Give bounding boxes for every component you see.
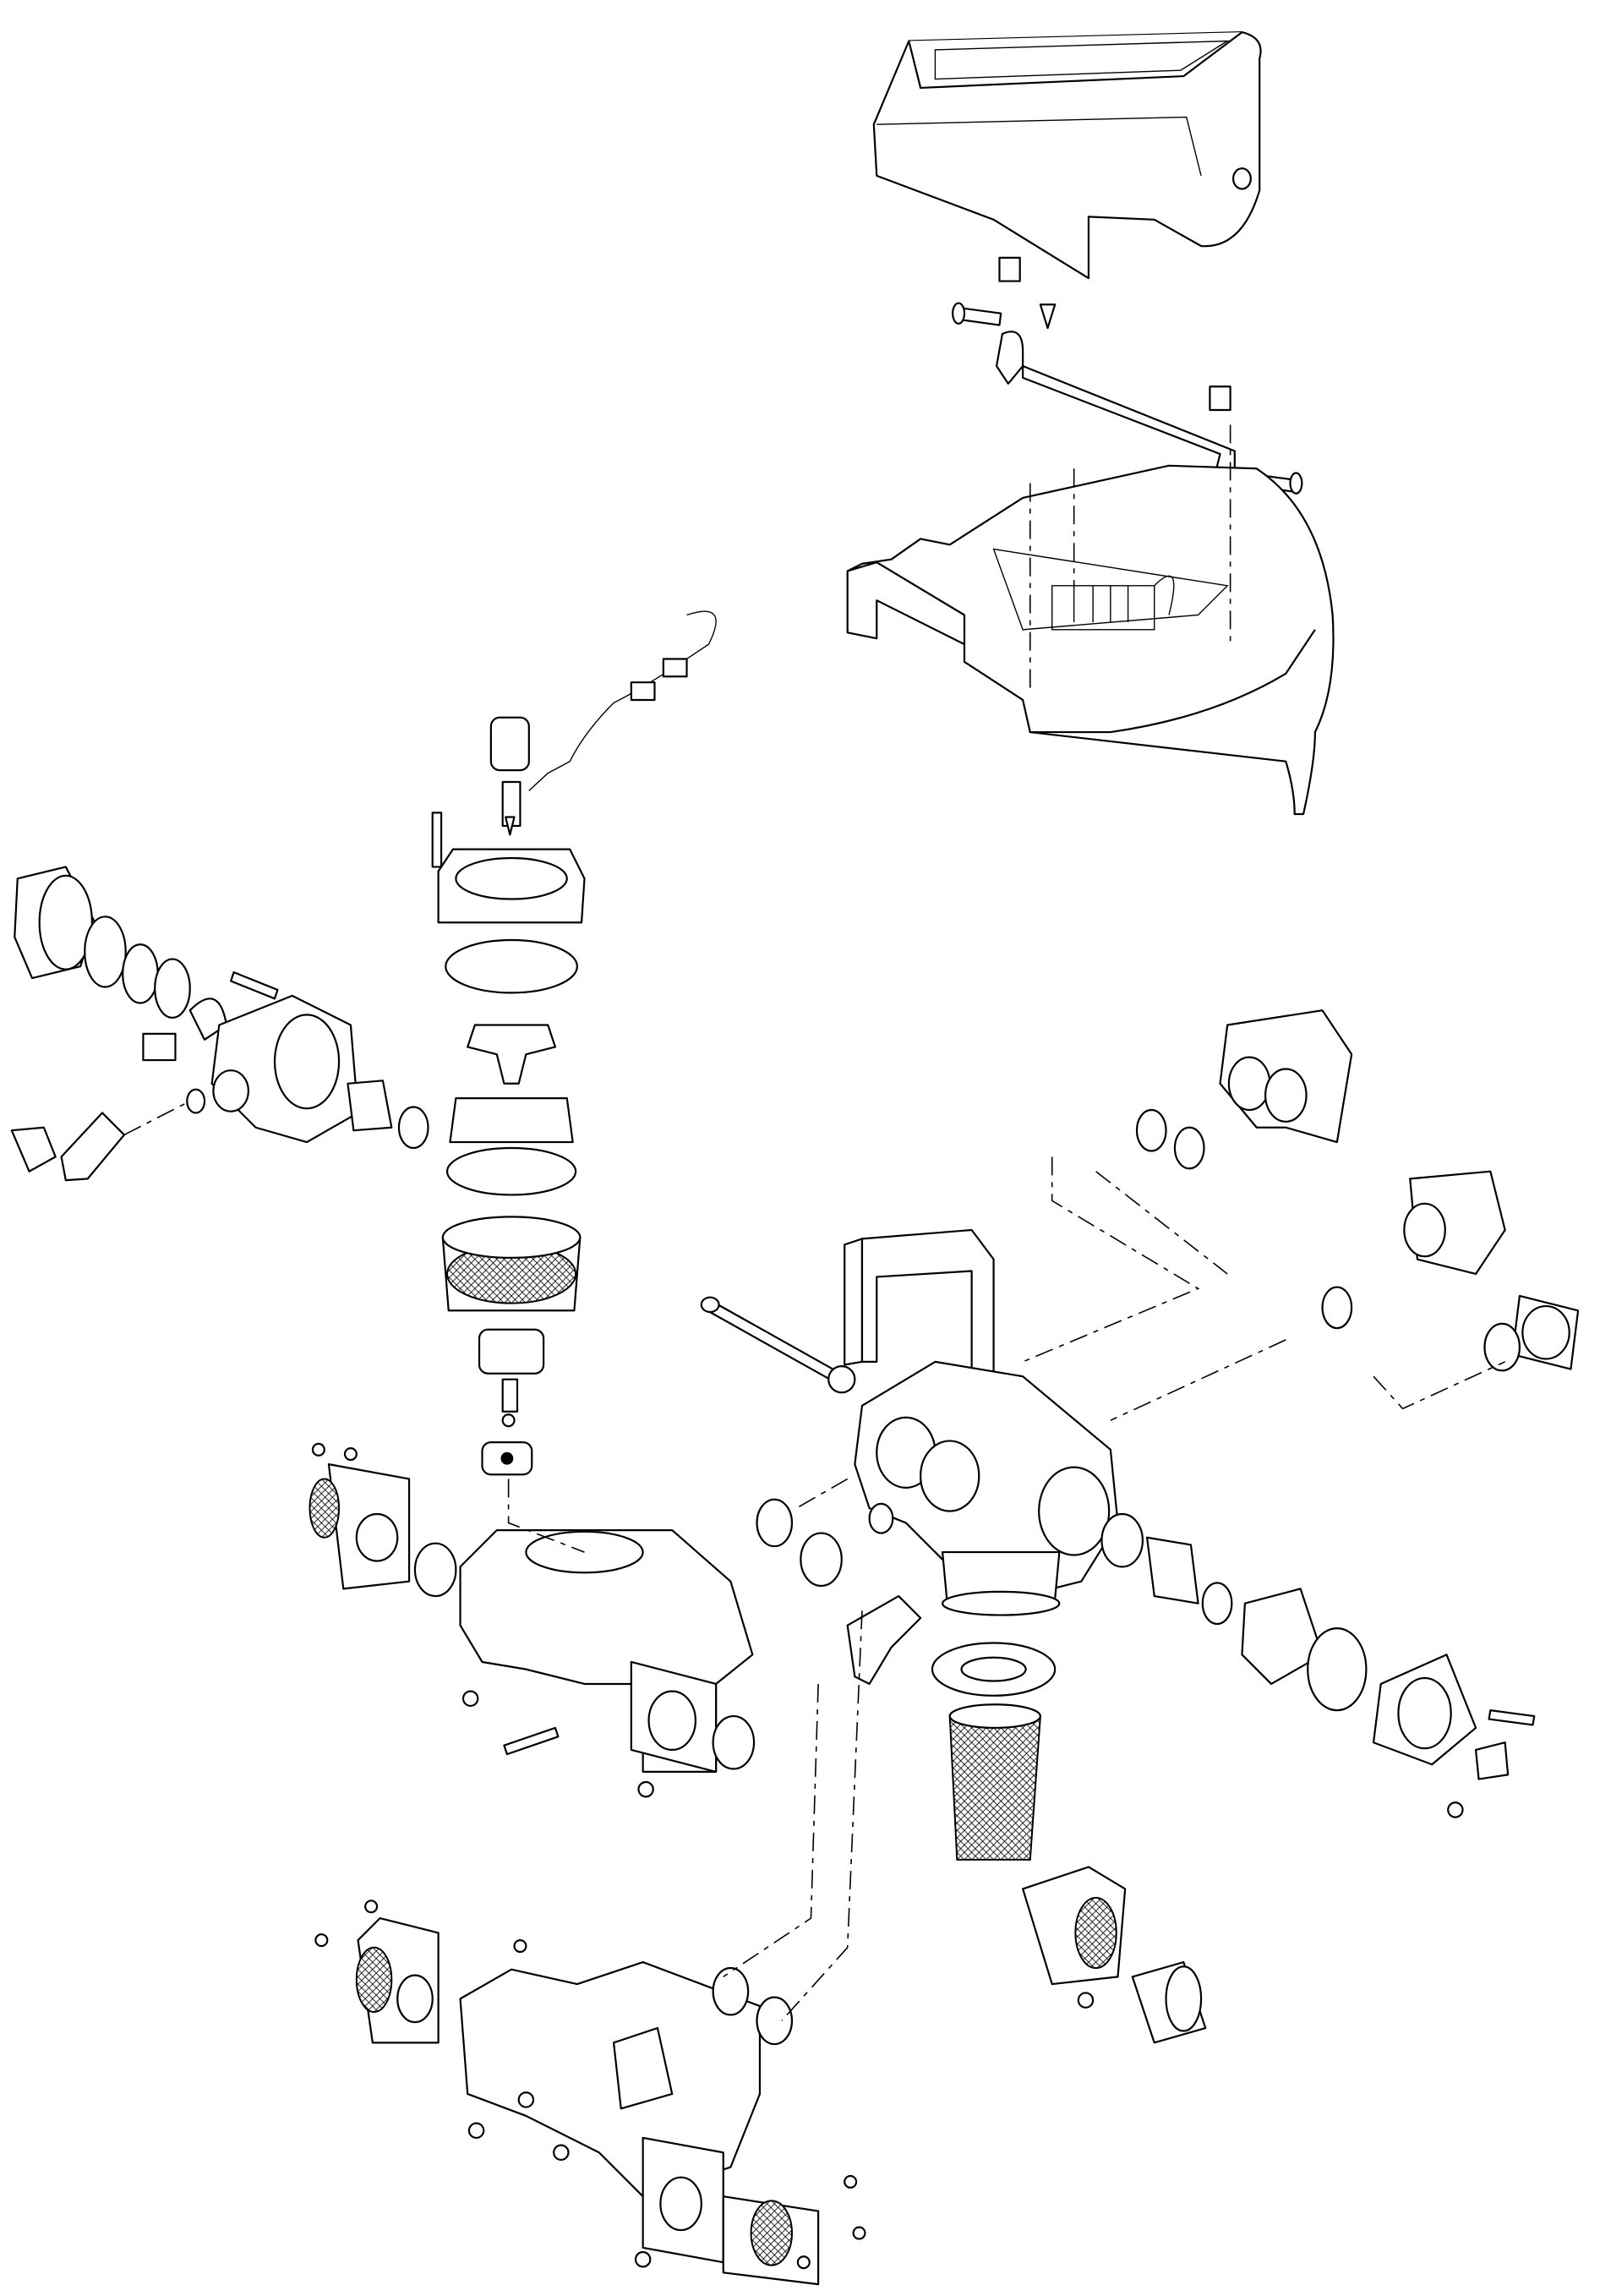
left-cap-assembly [12,866,429,1180]
bypass-valve-body [309,1464,893,1772]
controller-housing [848,466,1334,814]
motor-assembly [433,611,716,1474]
main-valve-body [702,1230,1118,1615]
fasteners [313,1444,1463,2268]
alignment-lines [509,424,1505,2020]
right-side-components [848,1010,1578,1860]
top-cover [874,32,1261,278]
lower-bypass-valve-body [357,1867,1205,2284]
